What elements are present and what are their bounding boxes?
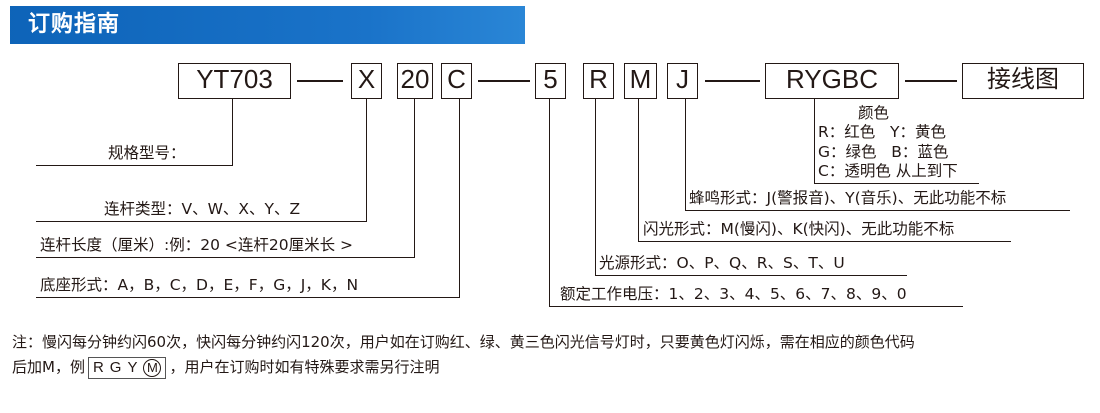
dash — [297, 80, 343, 82]
leader-voltage-v — [549, 99, 550, 306]
label-voltage: 额定工作电压：1、2、3、4、5、6、7、8、9、0 — [560, 285, 907, 303]
section-title: 订购指南 — [28, 12, 121, 37]
leader-buzzer-h — [685, 210, 1070, 211]
code-box-voltage: 5 — [535, 63, 566, 99]
leader-light-v — [595, 99, 596, 275]
note-prefix: 后加M，例 — [12, 358, 85, 376]
label-link-type: 连杆类型：V、W、X、Y、Z — [104, 200, 301, 218]
leader-colors-v — [814, 99, 815, 183]
code-box-light: R — [583, 63, 614, 99]
label-buzzer: 蜂鸣形式：J(警报音)、Y(音乐)、无此功能不标 — [689, 189, 1007, 207]
leader-colors-h — [814, 183, 979, 184]
circled-m-icon: M — [143, 358, 162, 377]
leader-model-h — [36, 165, 233, 166]
label-light: 光源形式：O、P、Q、R、S、T、U — [599, 254, 845, 272]
label-base: 底座形式：A，B，C，D，E，F，G，J，K，N — [40, 276, 359, 294]
dash — [478, 80, 530, 82]
leader-link-type-h — [36, 221, 367, 222]
leader-buzzer-v — [685, 99, 686, 210]
code-box-model: YT703 — [178, 63, 291, 99]
leader-base-v — [459, 99, 460, 297]
leader-link-length-h — [36, 257, 415, 258]
code-box-link-type: X — [351, 63, 382, 99]
code-box-link-length: 20 — [397, 63, 433, 99]
color-legend-title: 颜色 — [858, 104, 890, 122]
header-tab-notch — [0, 6, 10, 44]
leader-light-h — [595, 275, 907, 276]
code-box-buzzer: J — [667, 63, 698, 99]
color-legend-row: C：透明色 从上到下 — [818, 162, 958, 180]
leader-flash-h — [638, 241, 1011, 242]
section-header: 订购指南 — [0, 6, 525, 44]
dash — [705, 80, 760, 82]
color-legend-row: R：红色 Y：黄色 — [818, 123, 947, 141]
label-model: 规格型号： — [108, 144, 186, 162]
label-flash: 闪光形式：M(慢闪)、K(快闪)、无此功能不标 — [643, 220, 955, 238]
leader-flash-v — [638, 99, 639, 241]
dash — [905, 80, 957, 82]
leader-base-h — [36, 297, 460, 298]
leader-model-v — [232, 99, 233, 165]
code-box-colors: RYGBC — [765, 63, 899, 99]
note-line-1: 注：慢闪每分钟约闪60次，快闪每分钟约闪120次，用户如在订购红、绿、黄三色闪光… — [12, 333, 915, 351]
header-bar — [0, 6, 525, 44]
label-link-length: 连杆长度（厘米）:例：20 <连杆20厘米长 > — [40, 236, 353, 254]
code-box-base: C — [441, 63, 472, 99]
leader-link-length-v — [414, 99, 415, 257]
leader-voltage-h — [549, 306, 963, 307]
note-suffix: ，用户在订购时如有特殊要求需另行注明 — [169, 358, 440, 376]
code-box-flash: M — [624, 63, 657, 99]
example-letters: RGY — [92, 358, 144, 376]
color-legend-row: G：绿色 B：蓝色 — [818, 143, 949, 161]
leader-link-type-v — [366, 99, 367, 221]
code-box-wiring: 接线图 — [962, 63, 1084, 99]
